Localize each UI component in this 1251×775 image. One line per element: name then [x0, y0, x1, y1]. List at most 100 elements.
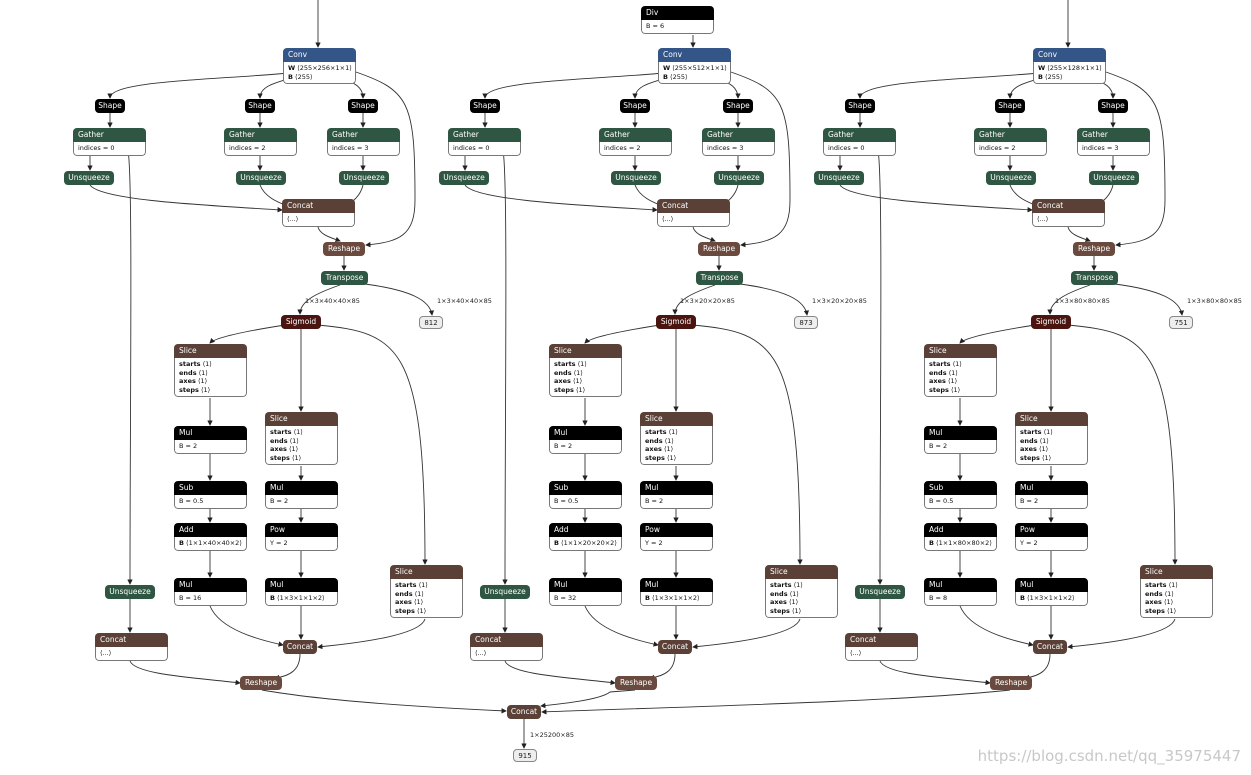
shape-node[interactable]: Shape	[470, 99, 500, 113]
shape-node[interactable]: Shape	[348, 99, 378, 113]
shape-node[interactable]: Shape	[245, 99, 275, 113]
transpose-node[interactable]: Transpose	[321, 271, 368, 285]
transpose-node[interactable]: Transpose	[696, 271, 743, 285]
final-tensor-output[interactable]: 915	[513, 749, 537, 762]
concat-node[interactable]: Concat⟨...⟩	[95, 633, 168, 661]
edge-label: 1×3×80×80×85	[1055, 297, 1110, 305]
unsqueeze-node[interactable]: Unsqueeze	[236, 171, 286, 185]
unsqueeze-node[interactable]: Unsqueeze	[439, 171, 489, 185]
unsqueeze-node[interactable]: Unsqueeze	[1089, 171, 1139, 185]
slice-node-attr-key: ends	[929, 368, 947, 377]
shape-node[interactable]: Shape	[995, 99, 1025, 113]
edge-path	[317, 324, 428, 565]
reshape-node[interactable]: Reshape	[698, 242, 740, 256]
unsqueeze-node[interactable]: Unsqueeze	[480, 585, 530, 599]
concat-node[interactable]: Concat	[283, 640, 317, 654]
final-concat-node[interactable]: Concat	[507, 705, 541, 719]
add-node-attr-value: ⟨1×1×80×80×2⟩	[936, 539, 992, 547]
tensor-output[interactable]: 751	[1169, 316, 1193, 329]
tensor-output[interactable]: 873	[794, 316, 818, 329]
slice-node-attr-key: steps	[1145, 606, 1165, 615]
pow-node-attr-row: Y = 2	[1020, 539, 1083, 548]
unsqueeze-node[interactable]: Unsqueeze	[339, 171, 389, 185]
concat-node[interactable]: Concat⟨...⟩	[845, 633, 918, 661]
concat-node[interactable]: Concat⟨...⟩	[282, 199, 355, 227]
unsqueeze-node[interactable]: Unsqueeze	[714, 171, 764, 185]
concat-node[interactable]: Concat⟨...⟩	[1032, 199, 1105, 227]
gather-node-header: Gather	[599, 128, 672, 142]
sigmoid-node[interactable]: Sigmoid	[1031, 315, 1071, 329]
reshape-node[interactable]: Reshape	[990, 676, 1032, 690]
sub-node-attr-value: B = 0.5	[179, 497, 204, 505]
sigmoid-node[interactable]: Sigmoid	[656, 315, 696, 329]
unsqueeze-node[interactable]: Unsqueeze	[105, 585, 155, 599]
shape-node[interactable]: Shape	[620, 99, 650, 113]
unsqueeze-node[interactable]: Unsqueeze	[855, 585, 905, 599]
unsqueeze-node[interactable]: Unsqueeze	[64, 171, 114, 185]
slice-node-attr-key: starts	[770, 581, 792, 589]
tensor-output[interactable]: 812	[419, 316, 443, 329]
concat-node[interactable]: Concat⟨...⟩	[657, 199, 730, 227]
unsqueeze-node[interactable]: Unsqueeze	[814, 171, 864, 185]
reshape-node[interactable]: Reshape	[323, 242, 365, 256]
shape-node[interactable]: Shape	[723, 99, 753, 113]
unsqueeze-node[interactable]: Unsqueeze	[986, 171, 1036, 185]
reshape-node[interactable]: Reshape	[1073, 242, 1115, 256]
shape-node[interactable]: Shape	[845, 99, 875, 113]
sigmoid-node[interactable]: Sigmoid	[281, 315, 321, 329]
unsqueeze-node[interactable]: Unsqueeze	[611, 171, 661, 185]
transpose-node[interactable]: Transpose	[1071, 271, 1118, 285]
concat-node[interactable]: Concat	[658, 640, 692, 654]
edge-path	[261, 689, 507, 714]
reshape-node[interactable]: Reshape	[615, 676, 657, 690]
concat-node[interactable]: Concat	[1033, 640, 1067, 654]
div-node[interactable]: Div B = 6	[641, 6, 714, 34]
reshape-node[interactable]: Reshape	[240, 676, 282, 690]
concat-node[interactable]: Concat⟨...⟩	[470, 633, 543, 661]
shape-node[interactable]: Shape	[1098, 99, 1128, 113]
shape-node[interactable]: Shape	[95, 99, 125, 113]
